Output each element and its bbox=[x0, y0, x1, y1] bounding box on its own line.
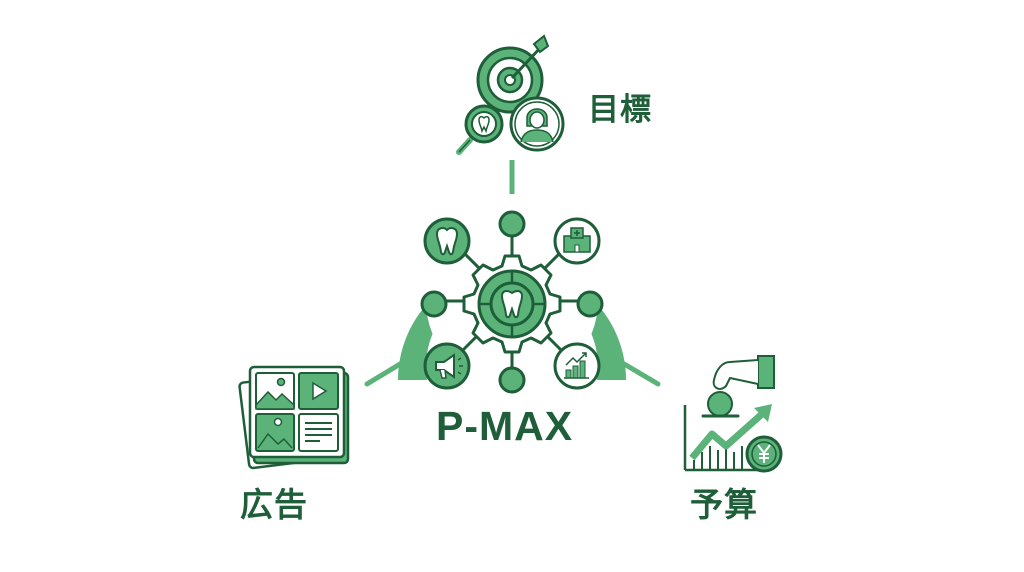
hand-coin-icon bbox=[701, 355, 775, 418]
text-doc-icon bbox=[298, 413, 339, 452]
target-tooth-icon bbox=[477, 269, 547, 339]
growth-chart-icon bbox=[683, 404, 772, 472]
hospital-icon bbox=[553, 217, 601, 265]
play-icon bbox=[298, 372, 339, 410]
pmax-label: P-MAX bbox=[436, 403, 574, 449]
megaphone-icon bbox=[423, 342, 471, 390]
image-icon-2 bbox=[255, 413, 295, 452]
person-avatar-icon bbox=[509, 96, 565, 152]
budget-label: 予算 bbox=[690, 485, 758, 524]
goal-label: 目標 bbox=[588, 92, 652, 128]
target-arrow-icon bbox=[476, 34, 550, 114]
image-icon bbox=[255, 372, 295, 410]
yen-coin-icon bbox=[745, 435, 783, 473]
ads-label: 広告 bbox=[240, 485, 308, 524]
magnifier-tooth-icon bbox=[456, 104, 504, 155]
tooth-icon bbox=[423, 217, 471, 265]
bar-chart-up-icon bbox=[553, 342, 601, 390]
hub-small-nodes bbox=[420, 210, 604, 394]
